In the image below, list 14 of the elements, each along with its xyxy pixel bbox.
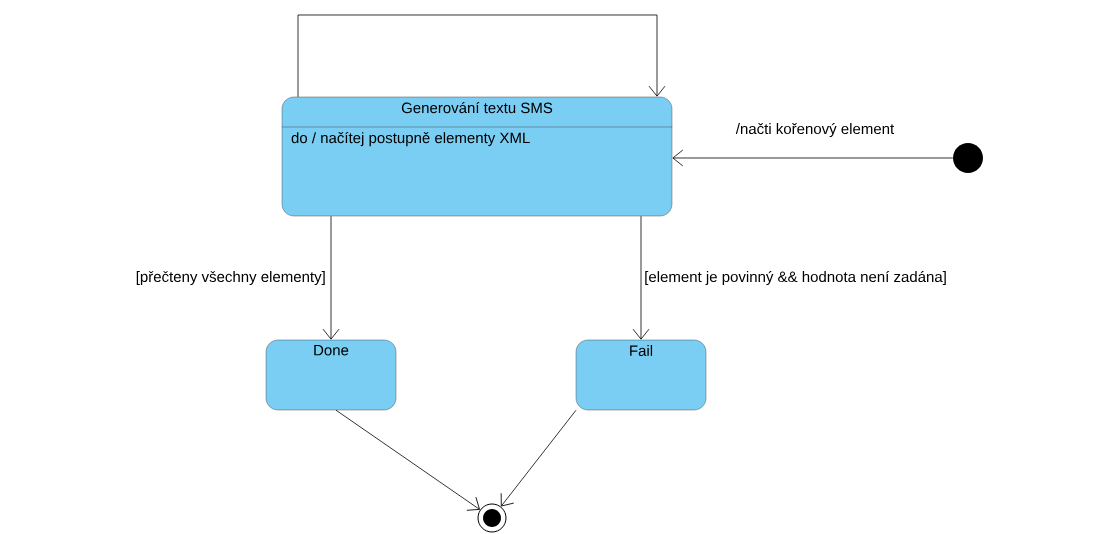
state-box: Generování textu SMS do / načítej postupně elementy XML [281, 96, 673, 217]
arrow [322, 215, 340, 340]
arrow [500, 409, 577, 507]
arrow [672, 149, 954, 167]
state-box: Done [265, 339, 397, 411]
arrow [297, 14, 666, 98]
edge-label: [přečteny všechny elementy] [134, 270, 327, 286]
final-state [477, 503, 507, 533]
edge-label: [element je povinný && hodnota není zadána] [643, 269, 948, 287]
arrow [335, 409, 480, 511]
arrow [632, 215, 650, 340]
edge-label: /načti kořenový element [734, 121, 896, 139]
state-box: Fail [575, 339, 707, 411]
initial-state [953, 143, 983, 173]
